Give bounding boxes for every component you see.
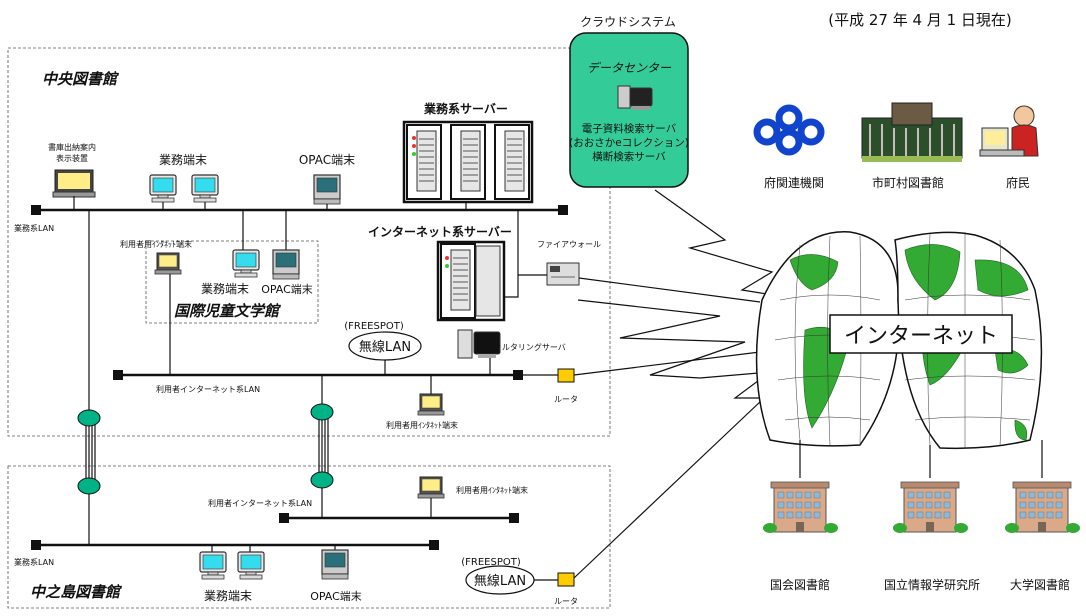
firewall-to-internet-link: [578, 277, 761, 303]
router-nakanoshima-icon: [557, 572, 575, 587]
freespot-label-nakanoshima: (FREESPOT): [461, 557, 521, 568]
router-to-internet-bolt: [699, 371, 773, 399]
patron-terminal-nakanoshima-icon: [417, 476, 445, 499]
nakanoshima-title: 中之島図書館: [30, 583, 123, 601]
cloud-server-line-2: (おおさかeコレクション): [569, 137, 689, 149]
kids-opac-terminal-icon: [272, 249, 300, 280]
business-terminal-nakanoshima-label: 業務端末: [204, 589, 252, 603]
business-lan-nakanoshima-terminator-left: [31, 540, 41, 550]
link-node-central-mid: [310, 403, 334, 421]
kids-opac-terminal-label: OPAC端末: [261, 282, 313, 296]
patron-lan-central-label: 利用者インターネット系LAN: [156, 384, 260, 394]
internet-server-rack-icon: [436, 240, 506, 322]
central-library-title: 中央図書館: [42, 70, 120, 88]
central-library-region: [7, 47, 611, 437]
link-node-nakanoshima-mid: [310, 471, 334, 489]
wireless-lan-nakanoshima-label: 無線LAN: [474, 573, 526, 589]
shelf-display-icon: [52, 169, 96, 198]
firewall-link: [504, 210, 519, 298]
router-nakanoshima-to-internet-link: [573, 399, 763, 579]
firewall-icon: [546, 262, 580, 286]
date-label: (平成 27 年 4 月 1 日現在): [828, 11, 1012, 29]
patron-lan-central-terminator-left: [113, 370, 123, 380]
opac-terminal-nakanoshima-icon: [321, 549, 349, 580]
business-terminal-nakanoshima-icon-2: [237, 551, 265, 580]
business-lan-terminator-left: [31, 205, 41, 215]
firewall-label: ファイアウォール: [537, 240, 601, 249]
datacenter-label: データセンター: [587, 61, 672, 75]
business-lan-nakanoshima-label: 業務系LAN: [14, 557, 54, 567]
filtering-server-icon: [457, 329, 501, 359]
wireless-lan-central-label: 無線LAN: [359, 339, 411, 355]
filtering-server-label: フィルタリングサーバ: [486, 342, 566, 352]
patron-lan-nakanoshima-label: 利用者インターネット系LAN: [208, 498, 312, 508]
business-lan-terminator-right: [558, 205, 568, 215]
kids-business-terminal-label: 業務端末: [201, 282, 249, 296]
bottom-right-label-1: 国会図書館: [770, 577, 830, 592]
central-to-internet-bolt: [577, 299, 746, 379]
bottom-right-label-3: 大学図書館: [1010, 577, 1070, 592]
router-central-icon: [557, 368, 575, 383]
business-terminal-label: 業務端末: [159, 153, 207, 167]
opac-terminal-label: OPAC端末: [299, 153, 355, 167]
link-node-nakanoshima-left: [77, 477, 101, 495]
cloud-system-box: [569, 32, 689, 188]
kids-library-title: 国際児童文学館: [174, 302, 282, 320]
national-diet-library-icon: [762, 481, 839, 534]
cloud-server-line-1: 電子資料検索サーバ: [582, 122, 677, 135]
cloud-system-title: クラウドシステム: [580, 15, 676, 29]
shelf-display-label-2: 表示装置: [56, 153, 88, 163]
top-right-label-3: 府民: [1006, 175, 1030, 190]
internet-servers-label: インターネット系サーバー: [368, 224, 512, 239]
internet-label: インターネット: [844, 324, 998, 349]
business-servers-label: 業務系サーバー: [423, 101, 508, 116]
internet-label-box: [829, 314, 1013, 354]
cloud-server-line-3: 横断検索サーバ: [592, 150, 666, 163]
nii-icon: [892, 481, 969, 534]
shelf-display-label-1: 書庫出納案内: [48, 142, 96, 152]
municipal-library-icon: [861, 102, 963, 162]
kids-patron-terminal-label: 利用者用ｲﾝﾀﾈｯﾄ端末: [120, 239, 192, 249]
kids-library-region: [145, 240, 319, 324]
cloud-to-internet-bolt: [654, 189, 806, 301]
patron-terminal-nakanoshima-label: 利用者用ｲﾝﾀﾈｯﾄ端末: [456, 485, 528, 495]
business-terminal-nakanoshima-icon-1: [199, 551, 227, 580]
nakanoshima-region: [7, 465, 611, 609]
business-terminal-icon-2: [191, 174, 219, 203]
top-right-label-1: 府関連機関: [764, 175, 824, 190]
patron-lan-central-terminator-right: [513, 370, 523, 380]
osaka-logo-icon: [753, 104, 825, 156]
business-server-rack-icon: [402, 120, 534, 204]
kids-business-terminal-icon: [232, 249, 260, 278]
datacenter-server-icon: [617, 85, 653, 110]
business-terminal-icon-1: [149, 174, 177, 203]
router-central-label: ルータ: [554, 395, 578, 404]
freespot-label-central: (FREESPOT): [344, 321, 404, 332]
business-lan-label: 業務系LAN: [14, 223, 54, 233]
router-central-to-internet-link: [573, 351, 761, 376]
patron-terminal-central-icon: [417, 393, 445, 416]
bottom-right-label-2: 国立情報学研究所: [884, 577, 980, 592]
router-nakanoshima-label: ルータ: [554, 597, 578, 606]
university-library-icon: [1004, 481, 1081, 534]
top-right-label-2: 市町村図書館: [872, 175, 944, 190]
business-lan-nakanoshima-terminator-right: [429, 540, 439, 550]
kids-patron-terminal-icon: [154, 252, 182, 275]
patron-terminal-central-label: 利用者用ｲﾝﾀﾈｯﾄ端末: [386, 420, 458, 430]
opac-terminal-nakanoshima-label: OPAC端末: [310, 589, 362, 603]
link-node-central-left: [77, 409, 101, 427]
citizen-icon: [979, 105, 1039, 157]
opac-terminal-icon: [313, 174, 341, 205]
patron-lan-nakanoshima-terminator-right: [509, 513, 519, 523]
patron-lan-nakanoshima-terminator-left: [279, 513, 289, 523]
